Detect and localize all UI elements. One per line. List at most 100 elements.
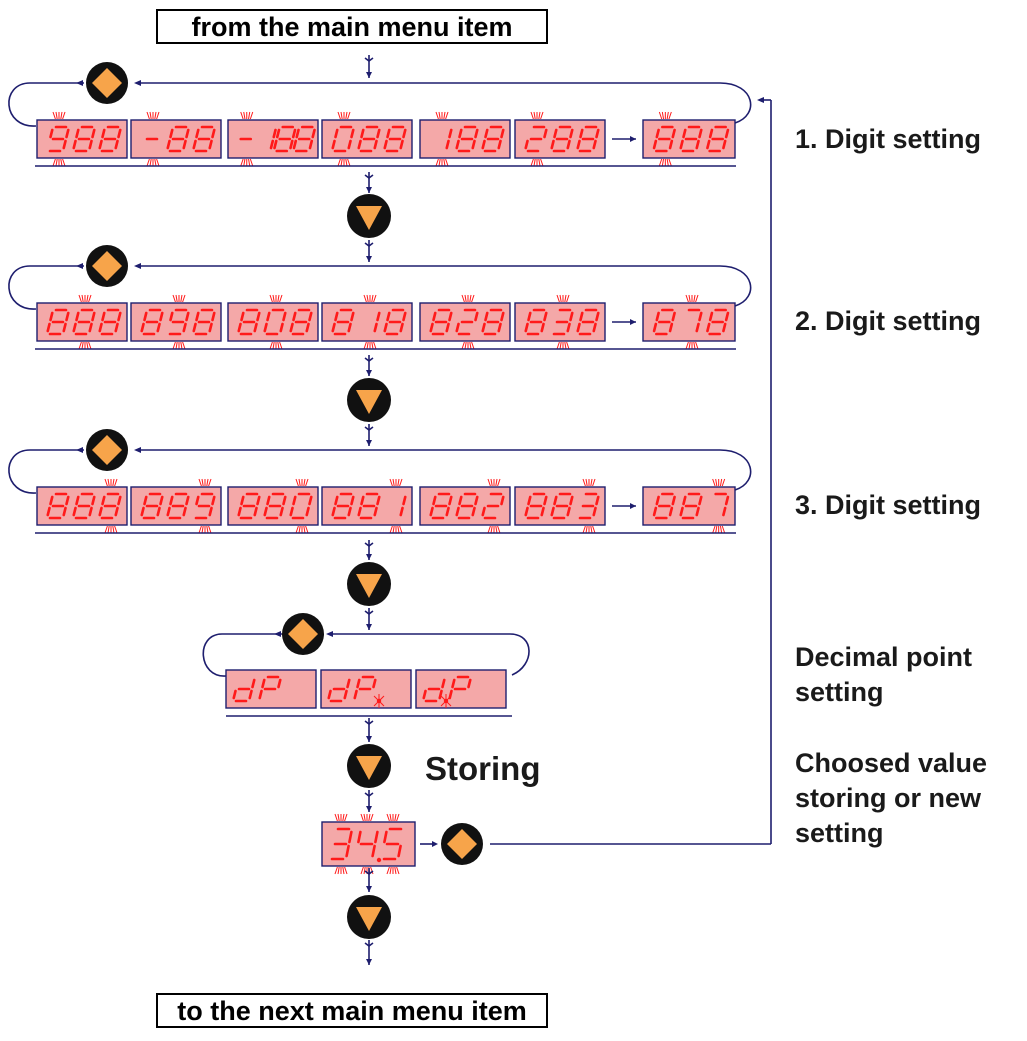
display-digit <box>353 675 377 700</box>
display-3-2 <box>130 478 222 534</box>
display-digit <box>48 125 70 153</box>
display-digit <box>237 308 261 336</box>
enter-button-store[interactable] <box>441 823 483 865</box>
blink-indicator <box>146 111 160 167</box>
enter-button-decimal[interactable] <box>282 613 324 655</box>
display-2-4 <box>321 294 413 350</box>
display-3-5 <box>419 478 511 534</box>
enter-diamond-icon <box>92 435 122 465</box>
display-3-6 <box>514 478 606 534</box>
display-digit <box>98 492 122 520</box>
display-digit <box>429 492 453 520</box>
display-1-5 <box>419 111 511 167</box>
blink-indicator <box>487 478 501 534</box>
side-label-digit1: 1. Digit setting <box>795 124 981 154</box>
display-2-5 <box>419 294 511 350</box>
bottom-title: to the next main menu item <box>177 996 527 1026</box>
display-digit <box>327 678 351 703</box>
blink-indicator <box>334 813 348 875</box>
display-digit <box>429 308 453 336</box>
down-button-1[interactable] <box>347 194 391 238</box>
display-digit <box>550 125 574 153</box>
blink-indicator <box>295 478 309 534</box>
display-digit <box>292 125 316 153</box>
enter-button-row-3[interactable] <box>86 429 128 471</box>
blink-indicator <box>104 478 118 534</box>
blink-indicator <box>269 294 283 350</box>
display-digit <box>258 675 282 700</box>
digit-row-1 <box>8 82 752 167</box>
display-digit <box>331 492 355 520</box>
display-digit <box>481 308 505 336</box>
display-digit <box>237 492 261 520</box>
display-digit <box>194 492 216 520</box>
display-digit <box>714 492 730 517</box>
bottom-title-box <box>156 993 548 1028</box>
blink-indicator <box>240 111 254 167</box>
down-button-2[interactable] <box>347 378 391 422</box>
display-digit <box>269 128 277 150</box>
blink-indicator <box>435 111 449 167</box>
display-digit <box>576 125 600 153</box>
blink-indicator <box>530 111 544 167</box>
display-2-7 <box>642 294 736 350</box>
display-1-7 <box>642 111 736 167</box>
dp-display-3 <box>415 669 507 709</box>
down-button-4[interactable] <box>347 744 391 788</box>
display-digit <box>422 678 446 703</box>
blink-indicator <box>461 294 475 350</box>
enter-button-row-2[interactable] <box>86 245 128 287</box>
storing-label: Storing <box>425 750 540 787</box>
top-title-box <box>156 9 548 44</box>
decimal-point-row <box>202 633 530 717</box>
display-digit <box>357 830 379 858</box>
blink-indicator <box>556 294 570 350</box>
display-digit <box>192 308 216 336</box>
display-3-1 <box>36 478 128 534</box>
blink-indicator <box>658 111 672 167</box>
display-digit <box>166 492 190 520</box>
display-digit <box>481 125 505 153</box>
side-label-choosed: Choosed value <box>795 748 987 778</box>
display-2-3 <box>227 294 319 350</box>
display-digit <box>331 308 355 336</box>
display-digit <box>679 125 703 153</box>
display-digit <box>524 308 548 336</box>
down-triangle-icon <box>356 756 382 780</box>
top-title: from the main menu item <box>191 12 512 42</box>
side-label-choosed: setting <box>795 818 884 848</box>
display-digit <box>289 308 313 336</box>
blink-indicator <box>360 813 374 875</box>
display-digit <box>687 308 703 333</box>
display-2-2 <box>130 294 222 350</box>
display-digit <box>524 125 548 153</box>
display-digit <box>383 125 407 153</box>
display-digit <box>399 495 407 517</box>
display-digit <box>140 492 164 520</box>
display-digit <box>46 308 70 336</box>
down-button-store[interactable] <box>347 895 391 939</box>
display-digit <box>652 492 676 520</box>
display-digit <box>578 492 600 520</box>
enter-button-row-1[interactable] <box>86 62 128 104</box>
side-label-decimal: Decimal point <box>795 642 972 672</box>
enter-diamond-icon <box>92 68 122 98</box>
decimal-point <box>376 857 382 863</box>
display-digit <box>481 492 505 520</box>
display-digit <box>550 492 574 520</box>
display-digit <box>232 678 256 703</box>
display-1-3 <box>227 111 319 167</box>
side-label-decimal: setting <box>795 677 884 707</box>
display-digit <box>383 308 407 336</box>
down-button-3[interactable] <box>347 562 391 606</box>
display-digit <box>382 827 403 861</box>
display-digit <box>455 492 479 520</box>
blink-indicator <box>389 478 403 534</box>
display-digit <box>263 492 287 520</box>
display-digit <box>652 125 676 153</box>
blink-indicator <box>52 111 66 167</box>
display-2-1 <box>36 294 128 350</box>
display-1-1 <box>36 111 128 167</box>
display-digit <box>357 125 381 153</box>
